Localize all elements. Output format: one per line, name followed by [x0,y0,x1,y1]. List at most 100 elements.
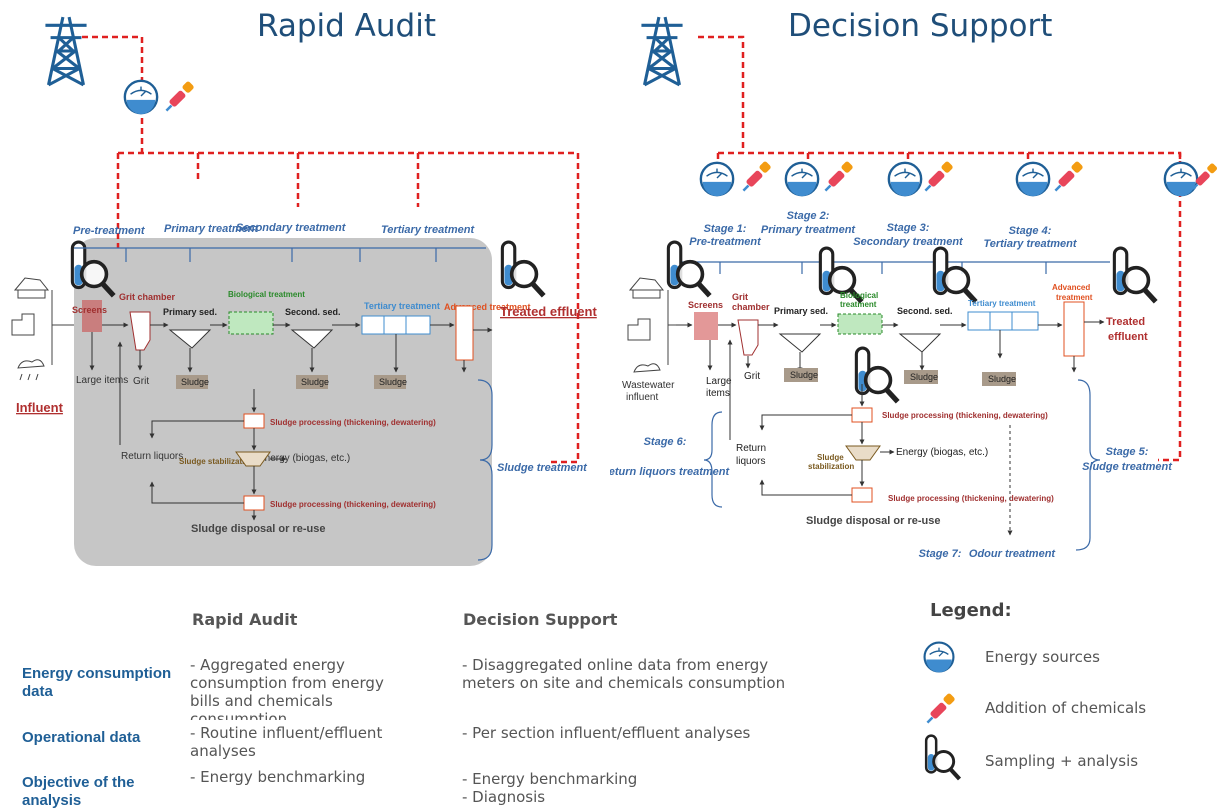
sludge-box-3: Sludge [379,377,407,387]
dropper-icon [924,160,955,192]
stage-5-name: Sludge treatment [1082,461,1173,473]
cell-decision-objective: - Energy benchmarking - Diagnosis [462,770,638,806]
column-header-decision-support: Decision Support [463,610,618,629]
svg-text:Sludge disposal or re-use: Sludge disposal or re-use [806,515,940,527]
stage-6-name: Return liquors treatment [610,466,731,478]
sludge-processing-label-2: Sludge processing (thickening, dewaterin… [270,500,436,509]
stage-secondary: Secondary treatment [236,222,347,234]
grit-chamber-label: Grit chamber [119,292,176,302]
svg-text:Biological: Biological [840,291,878,300]
treated-effluent-line-2: effluent [1108,331,1148,343]
svg-text:liquors: liquors [736,456,765,467]
rapid-audit-scope-box [74,238,492,566]
sludge-box-2: Sludge [301,377,329,387]
svg-text:Sludge: Sludge [988,374,1016,384]
treated-effluent-line-1: Treated [1106,316,1145,328]
rapid-audit-diagram: Pre-treatment Primary treatment Secondar… [11,15,597,566]
second-sed-label: Second. sed. [285,307,341,317]
large-items-label: Large items [76,375,128,386]
stage-4-name: Tertiary treatment [983,238,1077,250]
wastewater-influent-line-2: influent [626,392,658,403]
biological-treatment-label: Biological treatment [228,290,305,299]
svg-text:Tertiary treatment: Tertiary treatment [968,299,1036,308]
svg-text:Grit: Grit [732,292,748,302]
svg-text:Sludge: Sludge [817,453,844,462]
dropper-icon [1054,160,1085,192]
dropper-icon [824,160,855,192]
svg-text:Large: Large [706,376,732,387]
cell-rapid-energy: - Aggregated energy consumption from ene… [190,656,384,720]
screens-label: Screens [72,305,107,315]
stage-7-name: Odour treatment [969,548,1057,560]
decision-support-diagram: Stage 1: Pre-treatment Stage 2: Primary … [610,15,1220,560]
row-label-operational-data: Operational data [22,729,141,746]
energy-meter-icon [923,641,955,674]
svg-text:treatment: treatment [840,300,877,309]
legend-title: Legend: [930,600,1012,621]
svg-text:stabilization: stabilization [808,462,854,471]
treated-effluent-label: Treated effluent [500,304,597,319]
legend-energy-sources: Energy sources [985,648,1100,666]
dropper-icon [926,692,957,724]
svg-text:chamber: chamber [732,302,770,312]
wastewater-influent-line-1: Wastewater [622,380,675,391]
sampling-magnifier-icon [502,242,543,296]
red-dashed-lines [82,35,580,464]
stage-1-name: Pre-treatment [689,236,762,248]
svg-text:Screens: Screens [688,300,723,310]
dropper-icon [742,160,773,192]
primary-sed-label: Primary sed. [163,307,217,317]
svg-text:Return: Return [736,443,766,454]
svg-text:treatment: treatment [1056,293,1093,302]
sludge-stabilization-label: Sludge stabilization [179,457,254,466]
decision-support-title: Decision Support [788,8,1053,44]
svg-text:Energy (biogas, etc.): Energy (biogas, etc.) [896,447,988,458]
stage-sludge-treatment: Sludge treatment [497,462,588,474]
stage-5-num: Stage 5: [1106,446,1149,458]
cell-rapid-objective: - Energy benchmarking [190,768,366,786]
row-label-objective: Objective of the analysis [22,774,135,809]
svg-text:items: items [706,388,730,399]
cell-rapid-operational: - Routine influent/effluent analyses [190,724,383,760]
stage-2-num: Stage 2: [787,210,830,222]
sludge-box-1: Sludge [181,377,209,387]
energy-meter-icon [1015,161,1051,198]
tertiary-treatment-label: Tertiary treatment [364,301,440,311]
dropper-icon [165,80,196,112]
stage-1-num: Stage 1: [704,223,747,235]
energy-meter-icon [784,161,820,198]
energy-meter-icon [887,161,923,198]
stage-3-name: Secondary treatment [853,236,964,248]
energy-label: Energy (biogas, etc.) [258,453,350,464]
rapid-audit-title: Rapid Audit [257,8,436,44]
svg-text:Primary sed.: Primary sed. [774,306,828,316]
legend-addition-of-chemicals: Addition of chemicals [985,699,1147,717]
sampling-magnifier-icon [668,242,709,296]
sampling-magnifier-icon [934,248,975,302]
legend-sampling-analysis: Sampling + analysis [985,752,1139,770]
stage-7-num: Stage 7: [919,548,962,560]
stage-3-num: Stage 3: [887,222,930,234]
stage-2-name: Primary treatment [761,224,856,236]
sampling-magnifier-icon [920,734,964,784]
stage-pretreatment: Pre-treatment [73,225,146,237]
advanced-treatment-label: Advanced treatment [444,302,531,312]
cell-decision-operational: - Per section influent/effluent analyses [462,724,751,742]
svg-text:Advanced: Advanced [1052,283,1090,292]
return-liquors-label: Return liquors [121,451,183,462]
sampling-magnifier-icon [856,348,897,402]
svg-text:Sludge: Sludge [790,370,818,380]
stage-tertiary: Tertiary treatment [381,224,475,236]
cell-decision-energy: - Disaggregated online data from energy … [462,656,786,692]
power-tower-icon [43,15,89,87]
energy-meter-icon [1163,161,1199,198]
svg-text:Sludge processing (thickening,: Sludge processing (thickening, dewaterin… [882,411,1048,420]
svg-text:Second. sed.: Second. sed. [897,306,953,316]
sampling-magnifier-icon [1114,248,1155,302]
red-dashed-lines [698,35,1182,462]
stage-primary: Primary treatment [164,223,259,235]
svg-text:Grit: Grit [744,371,760,382]
energy-meter-icon [699,161,735,198]
svg-text:Sludge processing (thickening,: Sludge processing (thickening, dewaterin… [888,494,1054,503]
column-header-rapid-audit: Rapid Audit [192,610,298,629]
